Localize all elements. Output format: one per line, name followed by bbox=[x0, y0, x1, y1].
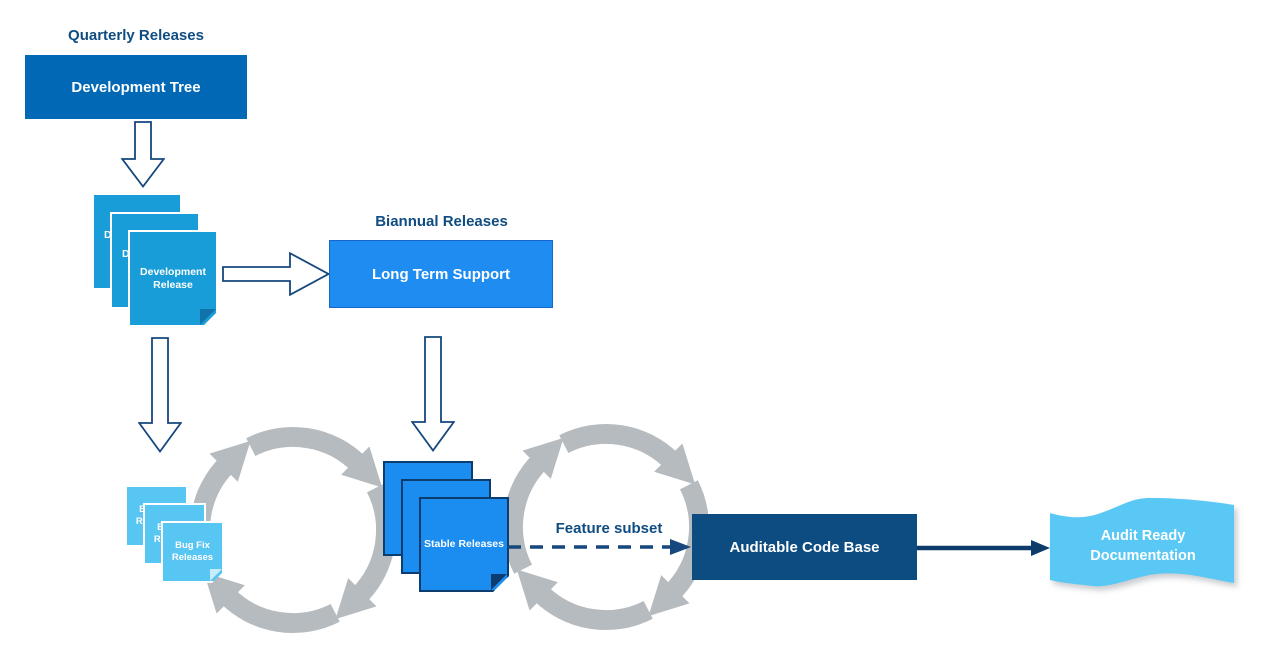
biannual-releases-label: Biannual Releases bbox=[375, 213, 508, 230]
down-arrow-icon bbox=[121, 121, 165, 188]
bug-fix-releases-label: Bug Fix Releases bbox=[171, 540, 214, 563]
development-release-label: Development Release bbox=[140, 265, 206, 291]
long-term-support-label: Long Term Support bbox=[371, 265, 511, 283]
auditable-code-base-label: Auditable Code Base bbox=[729, 538, 880, 556]
auditable-code-base-node: Auditable Code Base bbox=[692, 514, 917, 580]
long-term-support-node: Long Term Support bbox=[329, 240, 553, 308]
audit-ready-documentation-node: Audit Ready Documentation bbox=[1048, 526, 1238, 566]
quarterly-releases-label: Quarterly Releases bbox=[68, 27, 204, 44]
page-fold-icon bbox=[200, 309, 216, 325]
dashed-right-arrow-icon bbox=[508, 539, 691, 555]
feature-subset-label: Feature subset bbox=[555, 520, 663, 537]
right-arrow-icon bbox=[222, 252, 330, 296]
stable-releases-card: Stable Releases bbox=[419, 497, 509, 592]
bug-fix-releases-card: Bug Fix Releases bbox=[161, 521, 224, 583]
development-tree-label: Development Tree bbox=[71, 78, 201, 96]
wave-document-shape bbox=[1050, 498, 1234, 587]
down-arrow-icon bbox=[138, 337, 182, 453]
documentation-line: Documentation bbox=[1090, 548, 1196, 564]
down-arrow-icon bbox=[411, 336, 455, 452]
development-tree-node: Development Tree bbox=[25, 55, 247, 119]
audit-ready-line: Audit Ready bbox=[1100, 528, 1186, 544]
development-release-card: Development Release bbox=[128, 230, 218, 327]
stable-releases-label: Stable Releases bbox=[424, 538, 504, 550]
solid-right-arrow-icon bbox=[917, 540, 1050, 556]
